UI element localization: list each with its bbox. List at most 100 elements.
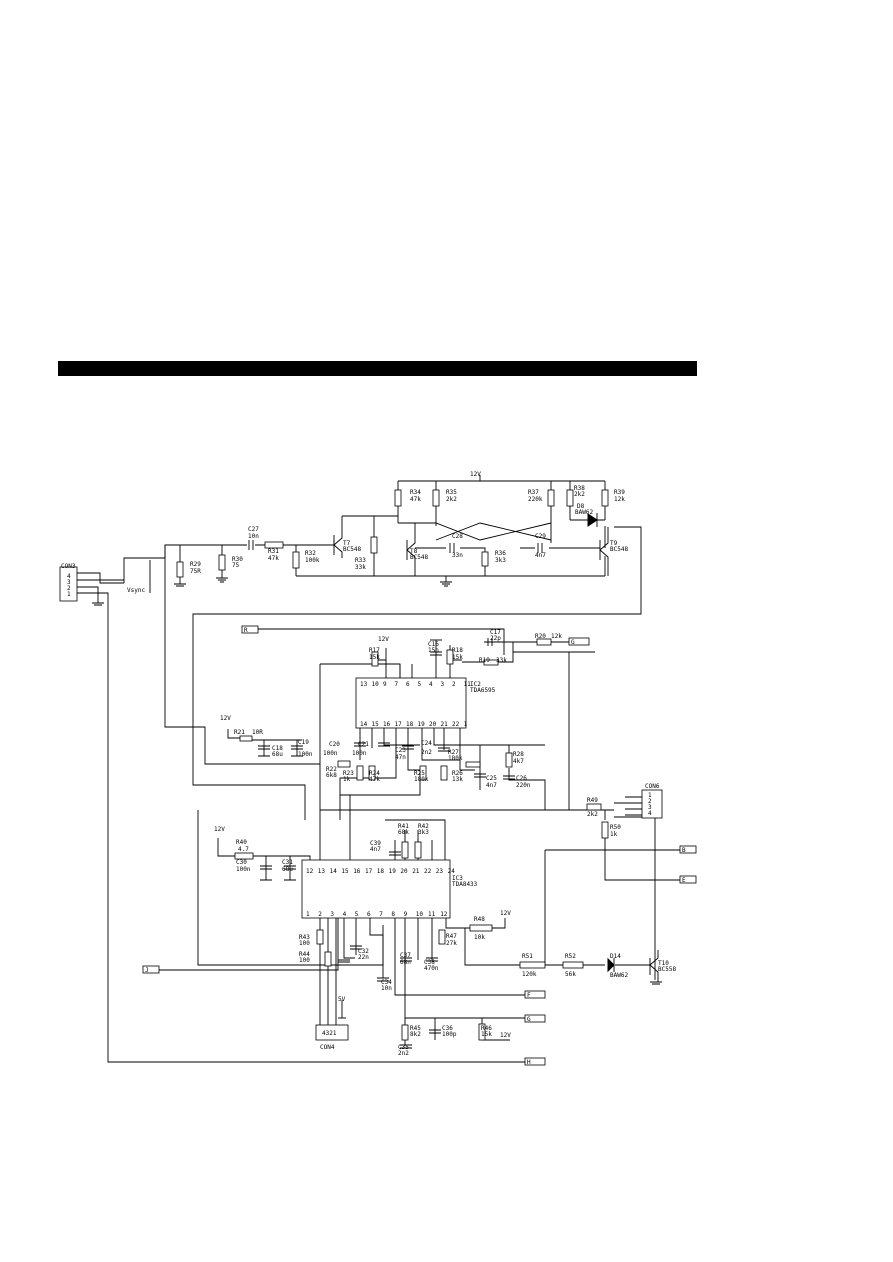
svg-text:R34: R34 bbox=[410, 489, 421, 496]
ic2-top-pin: 9 bbox=[383, 681, 387, 688]
svg-text:75R: 75R bbox=[190, 568, 201, 575]
svg-text:100n: 100n bbox=[323, 750, 338, 757]
con6-label: CON6 bbox=[645, 783, 660, 790]
con3-pin-4: 4 bbox=[67, 573, 71, 580]
svg-text:180k: 180k bbox=[414, 776, 429, 783]
svg-text:C31: C31 bbox=[282, 859, 293, 866]
ic3-bottom-pin: 8 bbox=[391, 911, 395, 918]
ic3-bottom-pin: 11 bbox=[428, 911, 436, 918]
svg-text:C16: C16 bbox=[428, 641, 439, 648]
svg-text:C25: C25 bbox=[486, 775, 497, 782]
svg-text:6k8: 6k8 bbox=[326, 772, 337, 779]
svg-text:12k: 12k bbox=[551, 633, 562, 640]
con3-pin-1: 1 bbox=[67, 591, 71, 598]
ic2-top-pin: 7 bbox=[395, 681, 399, 688]
svg-text:10n: 10n bbox=[248, 533, 259, 540]
svg-text:R48: R48 bbox=[474, 916, 485, 923]
svg-text:C30: C30 bbox=[236, 859, 247, 866]
wiring bbox=[77, 475, 680, 1063]
ic3-top-pin: 16 bbox=[353, 868, 361, 875]
svg-text:R42: R42 bbox=[418, 823, 429, 830]
svg-text:47k: 47k bbox=[268, 555, 279, 562]
ic2-bottom-pin: 22 bbox=[452, 721, 460, 728]
ic3-bottom-pin: 10 bbox=[416, 911, 424, 918]
svg-text:C36: C36 bbox=[442, 1025, 453, 1032]
svg-text:56k: 56k bbox=[565, 971, 576, 978]
ic3-bottom-pin: 5 bbox=[355, 911, 359, 918]
svg-text:R45: R45 bbox=[410, 1025, 421, 1032]
con3-label: CON3 bbox=[61, 563, 76, 570]
svg-text:22p: 22p bbox=[490, 635, 501, 642]
svg-text:15k: 15k bbox=[481, 1031, 492, 1038]
svg-text:3k3: 3k3 bbox=[418, 829, 429, 836]
svg-text:33n: 33n bbox=[452, 552, 463, 559]
diode-symbols bbox=[587, 513, 615, 973]
svg-text:C20: C20 bbox=[329, 741, 340, 748]
svg-text:2n2: 2n2 bbox=[421, 749, 432, 756]
svg-text:75: 75 bbox=[232, 562, 240, 569]
svg-text:100p: 100p bbox=[442, 1031, 457, 1038]
svg-text:R19: R19 bbox=[479, 657, 490, 664]
supply-12v-r40: 12V bbox=[214, 826, 225, 833]
svg-text:2k2: 2k2 bbox=[574, 491, 585, 498]
svg-text:4k7: 4k7 bbox=[513, 758, 524, 765]
section-header-bar bbox=[58, 361, 697, 376]
svg-text:C38: C38 bbox=[424, 959, 435, 966]
svg-text:100k: 100k bbox=[305, 557, 320, 564]
ic3-top-pin: 21 bbox=[412, 868, 420, 875]
ic3-bottom-pin: 3 bbox=[330, 911, 334, 918]
ic2-top-pin: 6 bbox=[406, 681, 410, 688]
svg-text:C32: C32 bbox=[358, 948, 369, 955]
net-tag-j: J bbox=[142, 965, 160, 974]
svg-text:R43: R43 bbox=[299, 934, 310, 941]
supply-5v: 5V bbox=[338, 996, 346, 1003]
ic3-top-pin: 24 bbox=[448, 868, 456, 875]
svg-text:BC548: BC548 bbox=[610, 546, 628, 553]
ic3-top-pin: 22 bbox=[424, 868, 432, 875]
vsync-net-label: Vsync bbox=[127, 587, 145, 594]
svg-text:D8: D8 bbox=[577, 503, 585, 510]
svg-text:R47: R47 bbox=[446, 933, 457, 940]
supply-12v-top: 12V bbox=[470, 471, 481, 478]
con3-connector: CON3 4 3 2 1 Vsync bbox=[59, 563, 145, 602]
svg-text:4.7: 4.7 bbox=[238, 846, 249, 853]
svg-text:15k: 15k bbox=[369, 654, 380, 661]
svg-text:G: G bbox=[571, 639, 575, 646]
svg-text:8k2: 8k2 bbox=[410, 1031, 421, 1038]
svg-text:47k: 47k bbox=[410, 496, 421, 503]
svg-text:33k: 33k bbox=[355, 564, 366, 571]
svg-text:68k: 68k bbox=[398, 829, 409, 836]
svg-text:R22: R22 bbox=[326, 766, 337, 773]
ic2-top-pin: 5 bbox=[418, 681, 422, 688]
ic3-bottom-pin: 1 bbox=[306, 911, 310, 918]
svg-text:BAW62: BAW62 bbox=[575, 509, 593, 516]
svg-text:R44: R44 bbox=[299, 951, 310, 958]
ic3-bottom-pin: 12 bbox=[440, 911, 448, 918]
ic3-top-pin: 14 bbox=[330, 868, 338, 875]
con6-pin-1: 1 bbox=[648, 792, 652, 799]
svg-text:R36: R36 bbox=[495, 550, 506, 557]
svg-text:C26: C26 bbox=[516, 775, 527, 782]
net-tag-h: H bbox=[524, 1057, 546, 1066]
svg-text:100: 100 bbox=[299, 940, 310, 947]
svg-text:4n7: 4n7 bbox=[486, 782, 497, 789]
svg-text:R23: R23 bbox=[343, 770, 354, 777]
svg-text:10R: 10R bbox=[252, 729, 263, 736]
ic3-bottom-pin: 7 bbox=[379, 911, 383, 918]
svg-text:R35: R35 bbox=[446, 489, 457, 496]
svg-text:C27: C27 bbox=[248, 526, 259, 533]
net-tag-g: G bbox=[568, 637, 590, 646]
svg-text:2k2: 2k2 bbox=[446, 496, 457, 503]
con6-pin-3: 3 bbox=[648, 804, 652, 811]
ic2-bottom-pin: 21 bbox=[441, 721, 449, 728]
net-tag-e: E bbox=[679, 875, 697, 884]
con4-pins: 4321 bbox=[322, 1030, 337, 1037]
svg-text:68u: 68u bbox=[272, 751, 283, 758]
svg-text:12k: 12k bbox=[614, 496, 625, 503]
svg-text:33k: 33k bbox=[496, 657, 507, 664]
svg-text:1k: 1k bbox=[343, 776, 351, 783]
ic2-bottom-pin: 19 bbox=[418, 721, 426, 728]
net-tags: R G B E J F G H bbox=[142, 625, 697, 1066]
svg-text:47k: 47k bbox=[369, 776, 380, 783]
